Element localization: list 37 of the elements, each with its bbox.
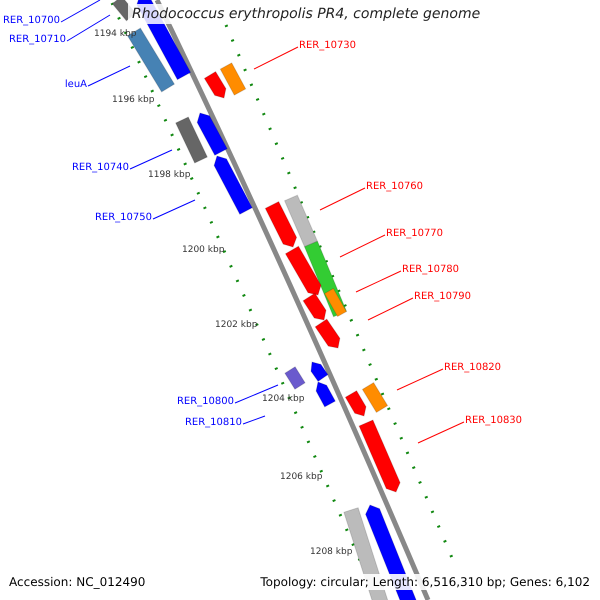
leader-line [418, 422, 464, 444]
gene-label: RER_10730 [299, 41, 356, 51]
gene-label: RER_10740 [72, 163, 129, 173]
tick-label: 1208 kbp [310, 548, 352, 557]
leader-line [130, 150, 172, 170]
leader-line [396, 368, 444, 390]
leader-line [340, 234, 386, 258]
gene-label: RER_10780 [402, 265, 460, 275]
leader-line [242, 416, 266, 424]
gene-label: RER_10710 [8, 35, 66, 45]
gene-label: RER_10810 [184, 418, 242, 428]
gene-label: RER_10750 [94, 213, 152, 223]
leader-line [60, 0, 100, 22]
leader-line [356, 270, 402, 292]
leader-line [368, 298, 414, 320]
gene-label: RER_10760 [366, 182, 424, 192]
tick-label: 1200 kbp [182, 246, 224, 255]
gene-label: RER_10820 [444, 363, 502, 373]
tick-label: 1198 kbp [148, 171, 190, 180]
tick-label: 1204 kbp [262, 395, 304, 404]
gene-label: RER_10700 [2, 16, 60, 26]
leader-line [152, 200, 196, 220]
genome-info-text: Topology: circular; Length: 6,516,310 bp; Genes: 6,102 [258, 574, 592, 590]
leader-line [254, 46, 298, 70]
tick-label: 1202 kbp [215, 321, 258, 330]
accession-text: Accession: NC_012490 [9, 576, 146, 588]
gene-label: RER_10830 [465, 416, 522, 426]
gene-label: leuA [64, 80, 87, 90]
leader-line [66, 14, 110, 42]
leader-line [88, 66, 130, 86]
tick-label: 1206 kbp [280, 473, 322, 482]
gene-label: RER_10790 [414, 292, 472, 302]
tick-label: 1196 kbp [112, 96, 154, 105]
gene-label: RER_10800 [176, 397, 234, 407]
leader-line [320, 188, 366, 210]
gene-label: RER_10770 [386, 229, 444, 239]
leader-line [234, 384, 278, 404]
